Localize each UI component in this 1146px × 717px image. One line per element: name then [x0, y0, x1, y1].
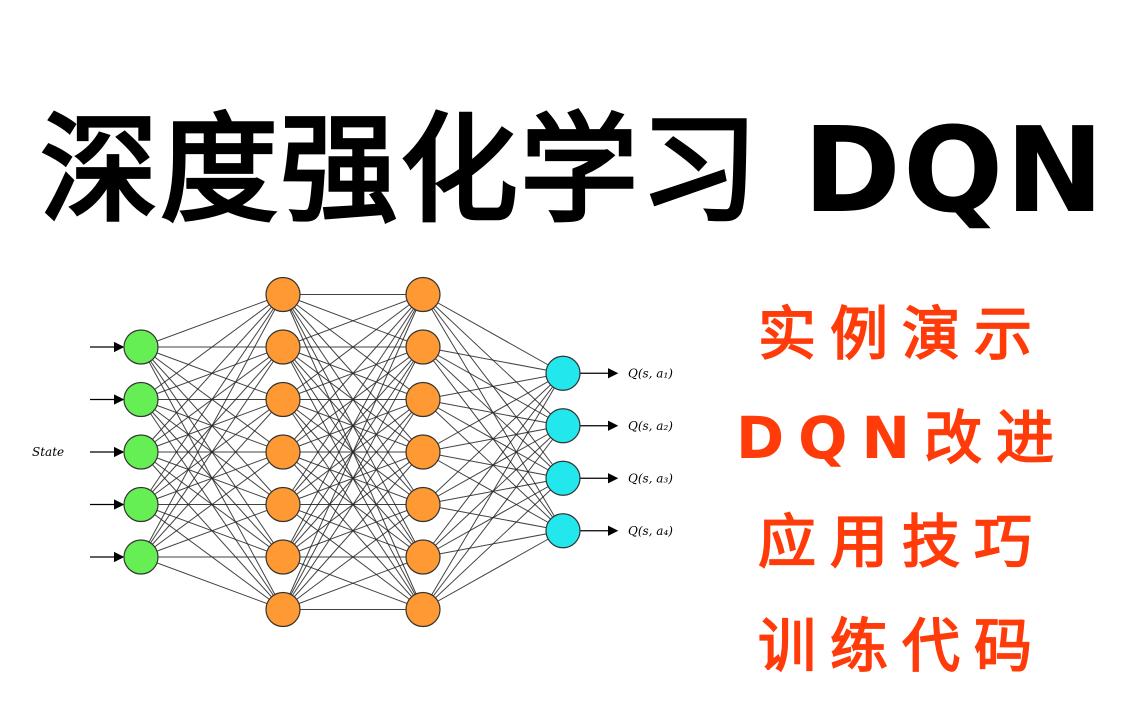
output-label: Q(s, a₄)	[628, 524, 673, 538]
feature-item-training-code: 训练代码	[757, 612, 1046, 680]
output-node	[545, 513, 581, 549]
input-node	[123, 329, 159, 365]
connection-edge	[422, 372, 564, 505]
connection-edge	[282, 399, 424, 610]
connection-edge	[422, 372, 564, 453]
hidden1-node	[265, 486, 301, 523]
connection-edge	[140, 294, 284, 348]
connection-edge	[422, 425, 564, 610]
connection-edge	[140, 451, 284, 558]
io-arrows	[90, 341, 619, 563]
hidden2-node	[405, 329, 441, 365]
connection-edge	[282, 451, 424, 610]
input-node	[123, 486, 159, 523]
hidden1-node	[265, 434, 301, 470]
output-label: Q(s, a₁)	[628, 366, 673, 380]
connection-edge	[140, 399, 284, 558]
connection-edge	[140, 346, 284, 558]
connection-edge	[140, 504, 284, 558]
hidden1-node	[265, 539, 301, 575]
hidden2-node	[405, 276, 441, 313]
feature-item-tips: 应用技巧	[757, 508, 1046, 576]
connection-edge	[282, 294, 424, 505]
feature-item-dqn-improvements: DQN改进	[736, 404, 1068, 472]
connection-edge	[422, 372, 564, 610]
connection-edge	[422, 530, 564, 610]
connection-edges	[140, 294, 564, 610]
input-node	[123, 381, 159, 418]
connection-edge	[282, 556, 424, 610]
connection-edge	[422, 294, 564, 374]
input-node	[123, 539, 159, 575]
connection-edge	[422, 372, 564, 558]
network-nodes	[123, 276, 581, 628]
output-node	[545, 355, 581, 391]
hidden2-node	[405, 381, 441, 418]
input-label: State	[32, 445, 64, 459]
hidden2-node	[405, 434, 441, 470]
connection-edge	[140, 556, 284, 610]
output-node	[545, 408, 581, 444]
connection-edge	[140, 294, 284, 453]
network-labels: State Q(s, a₁) Q(s, a₂) Q(s, a₃) Q(s, a₄)	[32, 366, 673, 538]
feature-list: 实例演示 DQN改进 应用技巧 训练代码	[712, 282, 1092, 698]
connection-edge	[282, 346, 424, 610]
output-node	[545, 460, 581, 496]
connection-edge	[282, 504, 424, 610]
hidden2-node	[405, 486, 441, 523]
connection-edge	[282, 294, 424, 558]
connection-edge	[282, 294, 424, 453]
neural-network-svg: State Q(s, a₁) Q(s, a₂) Q(s, a₃) Q(s, a₄)	[32, 276, 673, 628]
hidden1-node	[265, 329, 301, 365]
neural-network-diagram: State Q(s, a₁) Q(s, a₂) Q(s, a₃) Q(s, a₄)	[0, 255, 720, 655]
output-label: Q(s, a₂)	[628, 419, 673, 433]
input-node	[123, 434, 159, 470]
connection-edge	[140, 294, 284, 400]
hidden1-node	[265, 381, 301, 418]
hidden1-node	[265, 276, 301, 313]
output-label: Q(s, a₃)	[628, 471, 673, 485]
page-title: 深度强化学习 DQN	[39, 101, 1107, 239]
hidden1-node	[265, 591, 301, 628]
hidden2-node	[405, 591, 441, 628]
connection-edge	[422, 477, 564, 610]
feature-item-demo: 实例演示	[757, 300, 1046, 368]
connection-edge	[140, 294, 284, 558]
connection-edge	[422, 372, 564, 400]
connection-edge	[140, 294, 284, 505]
connection-edge	[282, 294, 424, 348]
hidden2-node	[405, 539, 441, 575]
connection-edge	[422, 346, 564, 374]
connection-edge	[282, 294, 424, 610]
connection-edge	[282, 294, 424, 400]
